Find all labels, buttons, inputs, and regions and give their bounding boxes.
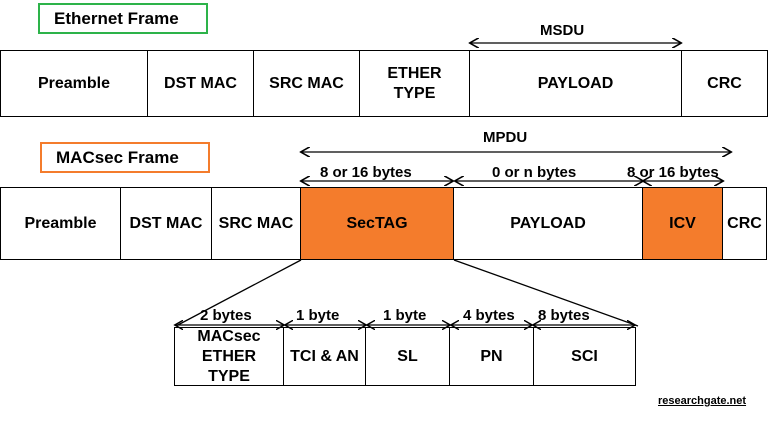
sectag-sl-field: SL	[366, 327, 450, 386]
macsec-frame-title-box: MACsec Frame	[40, 142, 210, 173]
ethernet-frame-title: Ethernet Frame	[54, 8, 179, 28]
sectag-ethertype-size-label: 2 bytes	[200, 307, 252, 324]
macsec-payload-field: PAYLOAD	[454, 187, 643, 260]
msdu-label: MSDU	[540, 22, 585, 39]
eth-payload-field: PAYLOAD	[470, 50, 682, 117]
macsec-dst-mac-field: DST MAC	[121, 187, 212, 260]
macsec-frame-title: MACsec Frame	[56, 147, 179, 167]
sectag-sci-field: SCI	[534, 327, 636, 386]
sectag-breakdown: MACsec ETHER TYPE TCI & AN SL PN SCI	[174, 327, 636, 386]
sectag-macsec-ether-type-field: MACsec ETHER TYPE	[174, 327, 284, 386]
sectag-size-label: 8 or 16 bytes	[320, 164, 412, 181]
macsec-icv-field: ICV	[643, 187, 723, 260]
sectag-tci-an-field: TCI & AN	[284, 327, 366, 386]
source-watermark: researchgate.net	[658, 395, 747, 407]
eth-ether-type-field: ETHER TYPE	[360, 50, 470, 117]
macsec-preamble-field: Preamble	[0, 187, 121, 260]
icv-size-label: 8 or 16 bytes	[627, 164, 719, 181]
eth-crc-field: CRC	[682, 50, 768, 117]
eth-dst-mac-field: DST MAC	[148, 50, 254, 117]
ethernet-frame: Preamble DST MAC SRC MAC ETHER TYPE PAYL…	[0, 50, 768, 117]
macsec-frame: Preamble DST MAC SRC MAC SecTAG PAYLOAD …	[0, 187, 767, 260]
eth-preamble-field: Preamble	[0, 50, 148, 117]
sectag-pn-field: PN	[450, 327, 534, 386]
macsec-src-mac-field: SRC MAC	[212, 187, 301, 260]
payload-size-label: 0 or n bytes	[492, 164, 577, 181]
sectag-pn-size-label: 4 bytes	[463, 307, 515, 324]
macsec-sectag-field: SecTAG	[301, 187, 454, 260]
ethernet-frame-title-box: Ethernet Frame	[38, 3, 208, 34]
sectag-tci-size-label: 1 byte	[296, 307, 340, 324]
mpdu-label: MPDU	[483, 129, 528, 146]
sectag-sl-size-label: 1 byte	[383, 307, 427, 324]
sectag-sci-size-label: 8 bytes	[538, 307, 590, 324]
eth-src-mac-field: SRC MAC	[254, 50, 360, 117]
macsec-crc-field: CRC	[723, 187, 767, 260]
